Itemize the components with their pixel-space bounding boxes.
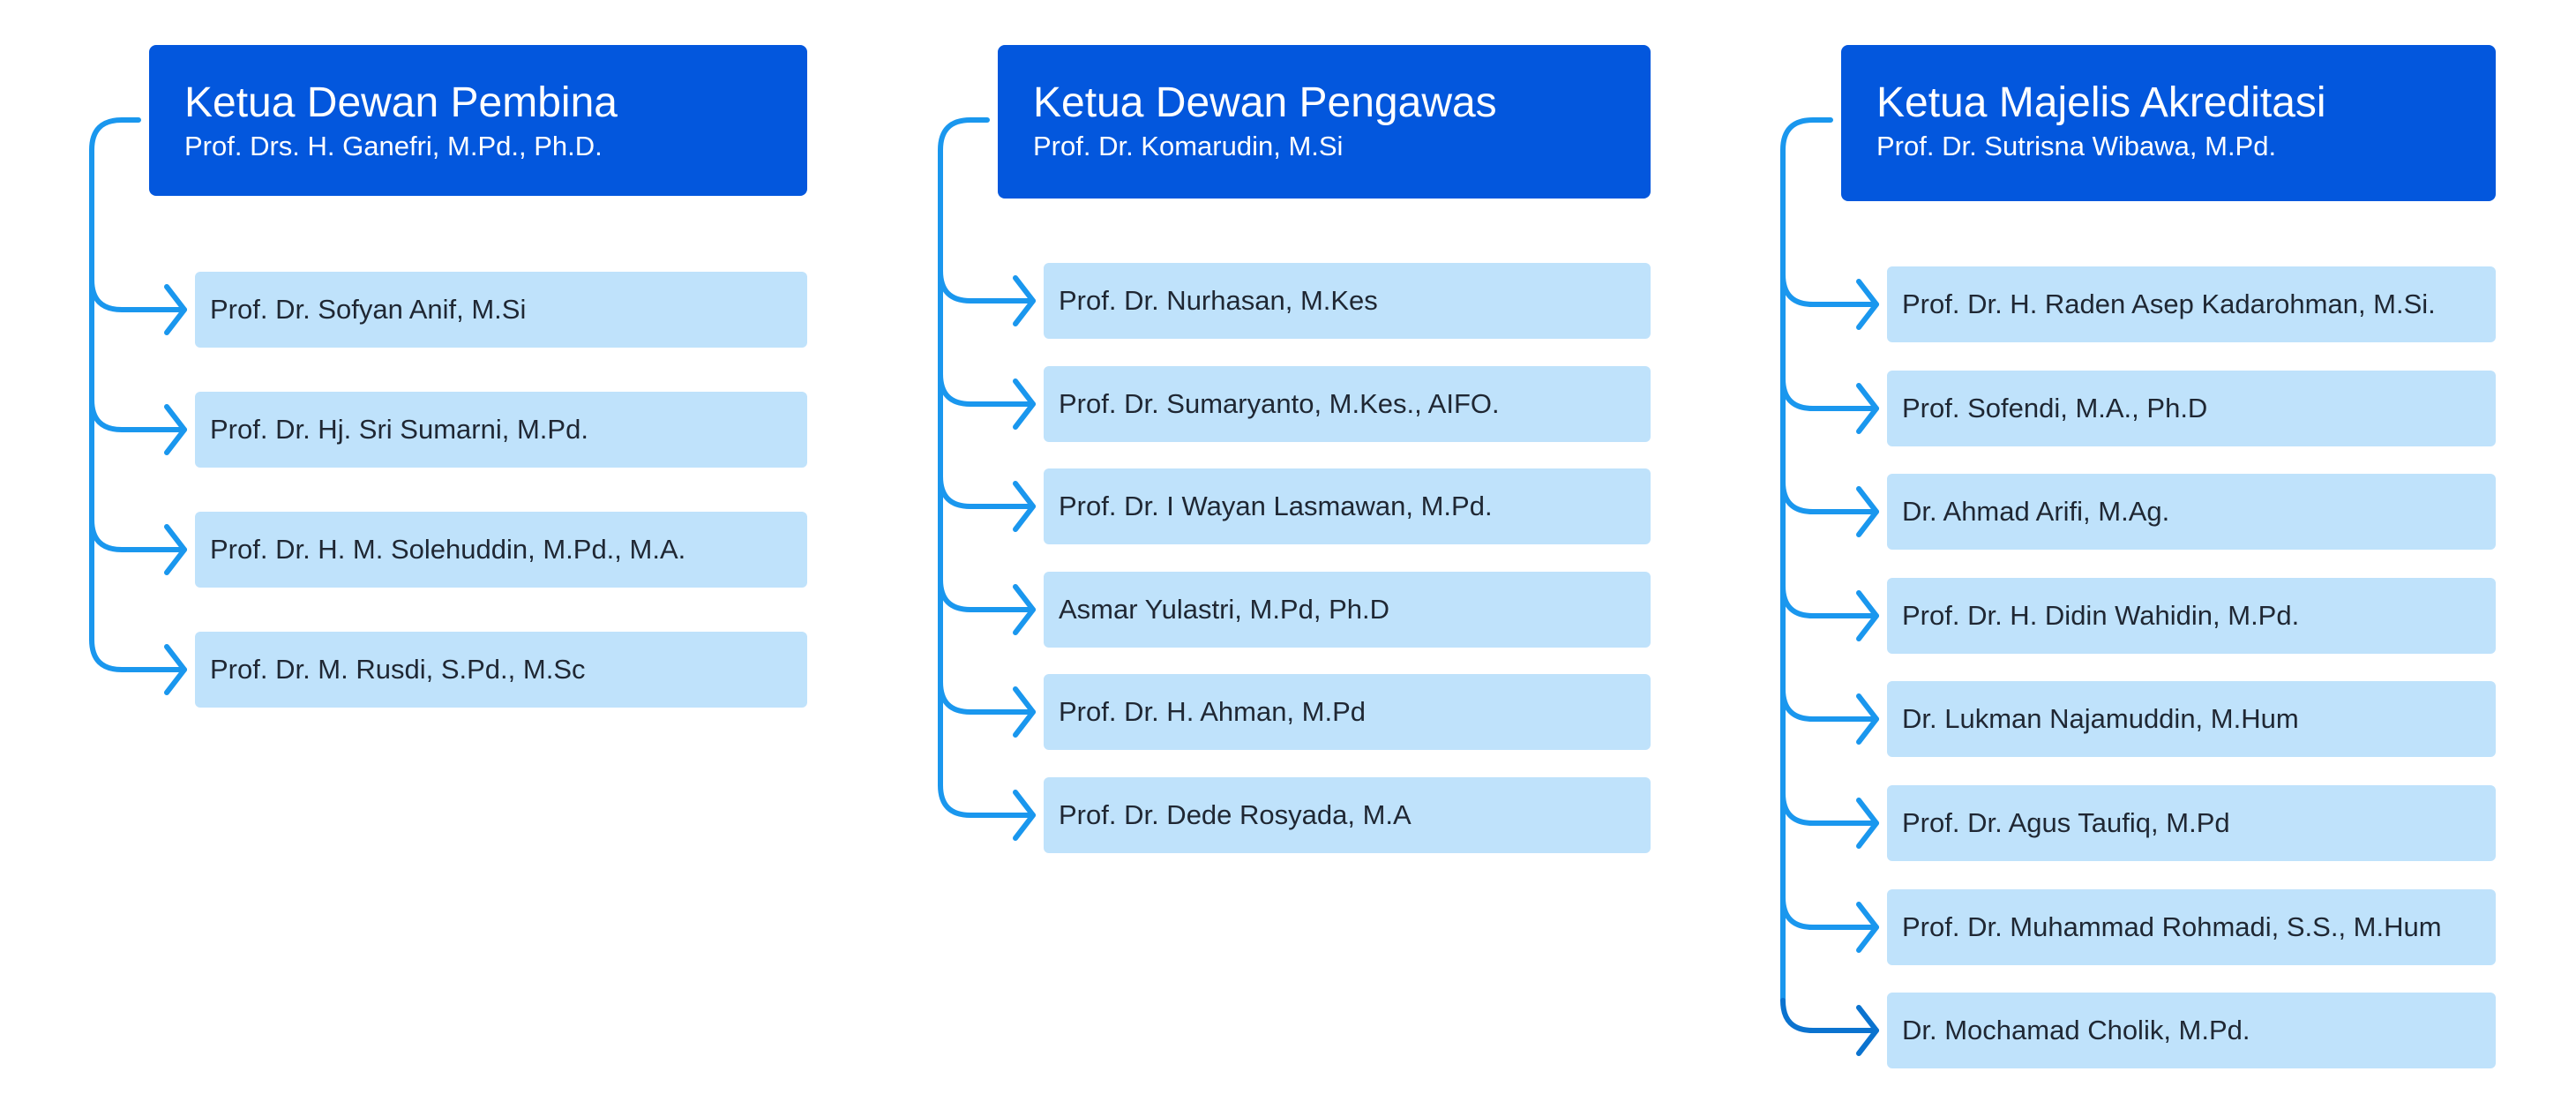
arrow-right-icon [1013, 584, 1036, 635]
arrow-right-icon [1856, 902, 1879, 953]
arrow-right-icon [1856, 798, 1879, 849]
connector-branch [938, 371, 1036, 407]
member-item: Prof. Dr. H. Ahman, M.Pd [1044, 674, 1651, 750]
connector-branch [1780, 272, 1879, 307]
member-item: Prof. Dr. Sofyan Anif, M.Si [195, 272, 807, 348]
group-subtitle: Prof. Drs. H. Ganefri, M.Pd., Ph.D. [184, 131, 603, 161]
connector-trunk [1780, 117, 1833, 1003]
connector-trunk [938, 117, 990, 788]
member-item: Prof. Dr. I Wayan Lasmawan, M.Pd. [1044, 468, 1651, 544]
member-item: Prof. Dr. H. Didin Wahidin, M.Pd. [1887, 578, 2496, 654]
arrow-right-icon [1856, 1005, 1879, 1056]
arrow-right-icon [1856, 383, 1879, 434]
connector-branch [938, 268, 1036, 303]
group-header: Ketua Dewan Pengawas Prof. Dr. Komarudin… [998, 45, 1651, 199]
arrow-right-icon [1013, 790, 1036, 841]
member-item: Prof. Dr. H. Raden Asep Kadarohman, M.Si… [1887, 266, 2496, 342]
group-header: Ketua Majelis Akreditasi Prof. Dr. Sutri… [1841, 45, 2496, 201]
connector-branch [1780, 998, 1879, 1033]
member-item: Dr. Ahmad Arifi, M.Ag. [1887, 474, 2496, 550]
group-title: Ketua Dewan Pengawas [1033, 79, 1497, 126]
connector-branch [938, 783, 1036, 818]
arrow-right-icon [1013, 275, 1036, 326]
arrow-right-icon [1013, 481, 1036, 532]
group-header: Ketua Dewan Pembina Prof. Drs. H. Ganefr… [149, 45, 807, 196]
arrow-right-icon [1856, 590, 1879, 641]
connector-branch [89, 397, 187, 432]
member-item: Prof. Dr. Sumaryanto, M.Kes., AIFO. [1044, 366, 1651, 442]
member-item: Prof. Dr. Hj. Sri Sumarni, M.Pd. [195, 392, 807, 468]
connector-branch [89, 517, 187, 552]
group-subtitle: Prof. Dr. Sutrisna Wibawa, M.Pd. [1876, 131, 2277, 161]
connector-branch [89, 277, 187, 312]
connector-branch [1780, 791, 1879, 826]
connector-branch [1780, 376, 1879, 411]
connector-branch [89, 637, 187, 672]
member-item: Prof. Dr. M. Rusdi, S.Pd., M.Sc [195, 632, 807, 708]
member-item: Dr. Lukman Najamuddin, M.Hum [1887, 681, 2496, 757]
group-title: Ketua Dewan Pembina [184, 79, 618, 126]
member-item: Prof. Dr. H. M. Solehuddin, M.Pd., M.A. [195, 512, 807, 588]
group-title: Ketua Majelis Akreditasi [1876, 79, 2326, 126]
group-subtitle: Prof. Dr. Komarudin, M.Si [1033, 131, 1344, 161]
arrow-right-icon [164, 524, 187, 575]
arrow-right-icon [164, 404, 187, 455]
member-item: Prof. Dr. Dede Rosyada, M.A [1044, 777, 1651, 853]
connector-branch [938, 679, 1036, 715]
arrow-right-icon [164, 644, 187, 695]
member-item: Prof. Dr. Nurhasan, M.Kes [1044, 263, 1651, 339]
connector-branch [1780, 686, 1879, 722]
arrow-right-icon [1856, 279, 1879, 330]
connector-branch [1780, 583, 1879, 618]
member-item: Prof. Dr. Agus Taufiq, M.Pd [1887, 785, 2496, 861]
arrow-right-icon [1013, 686, 1036, 738]
member-item: Prof. Dr. Muhammad Rohmadi, S.S., M.Hum [1887, 889, 2496, 965]
connector-branch [1780, 479, 1879, 514]
arrow-right-icon [164, 284, 187, 335]
connector-branch [938, 577, 1036, 612]
connector-trunk [89, 117, 141, 642]
arrow-right-icon [1856, 486, 1879, 537]
connector-branch [1780, 895, 1879, 930]
member-item: Asmar Yulastri, M.Pd, Ph.D [1044, 572, 1651, 648]
arrow-right-icon [1856, 693, 1879, 745]
member-item: Prof. Sofendi, M.A., Ph.D [1887, 371, 2496, 446]
arrow-right-icon [1013, 378, 1036, 430]
connector-branch [938, 474, 1036, 509]
member-item: Dr. Mochamad Cholik, M.Pd. [1887, 993, 2496, 1068]
